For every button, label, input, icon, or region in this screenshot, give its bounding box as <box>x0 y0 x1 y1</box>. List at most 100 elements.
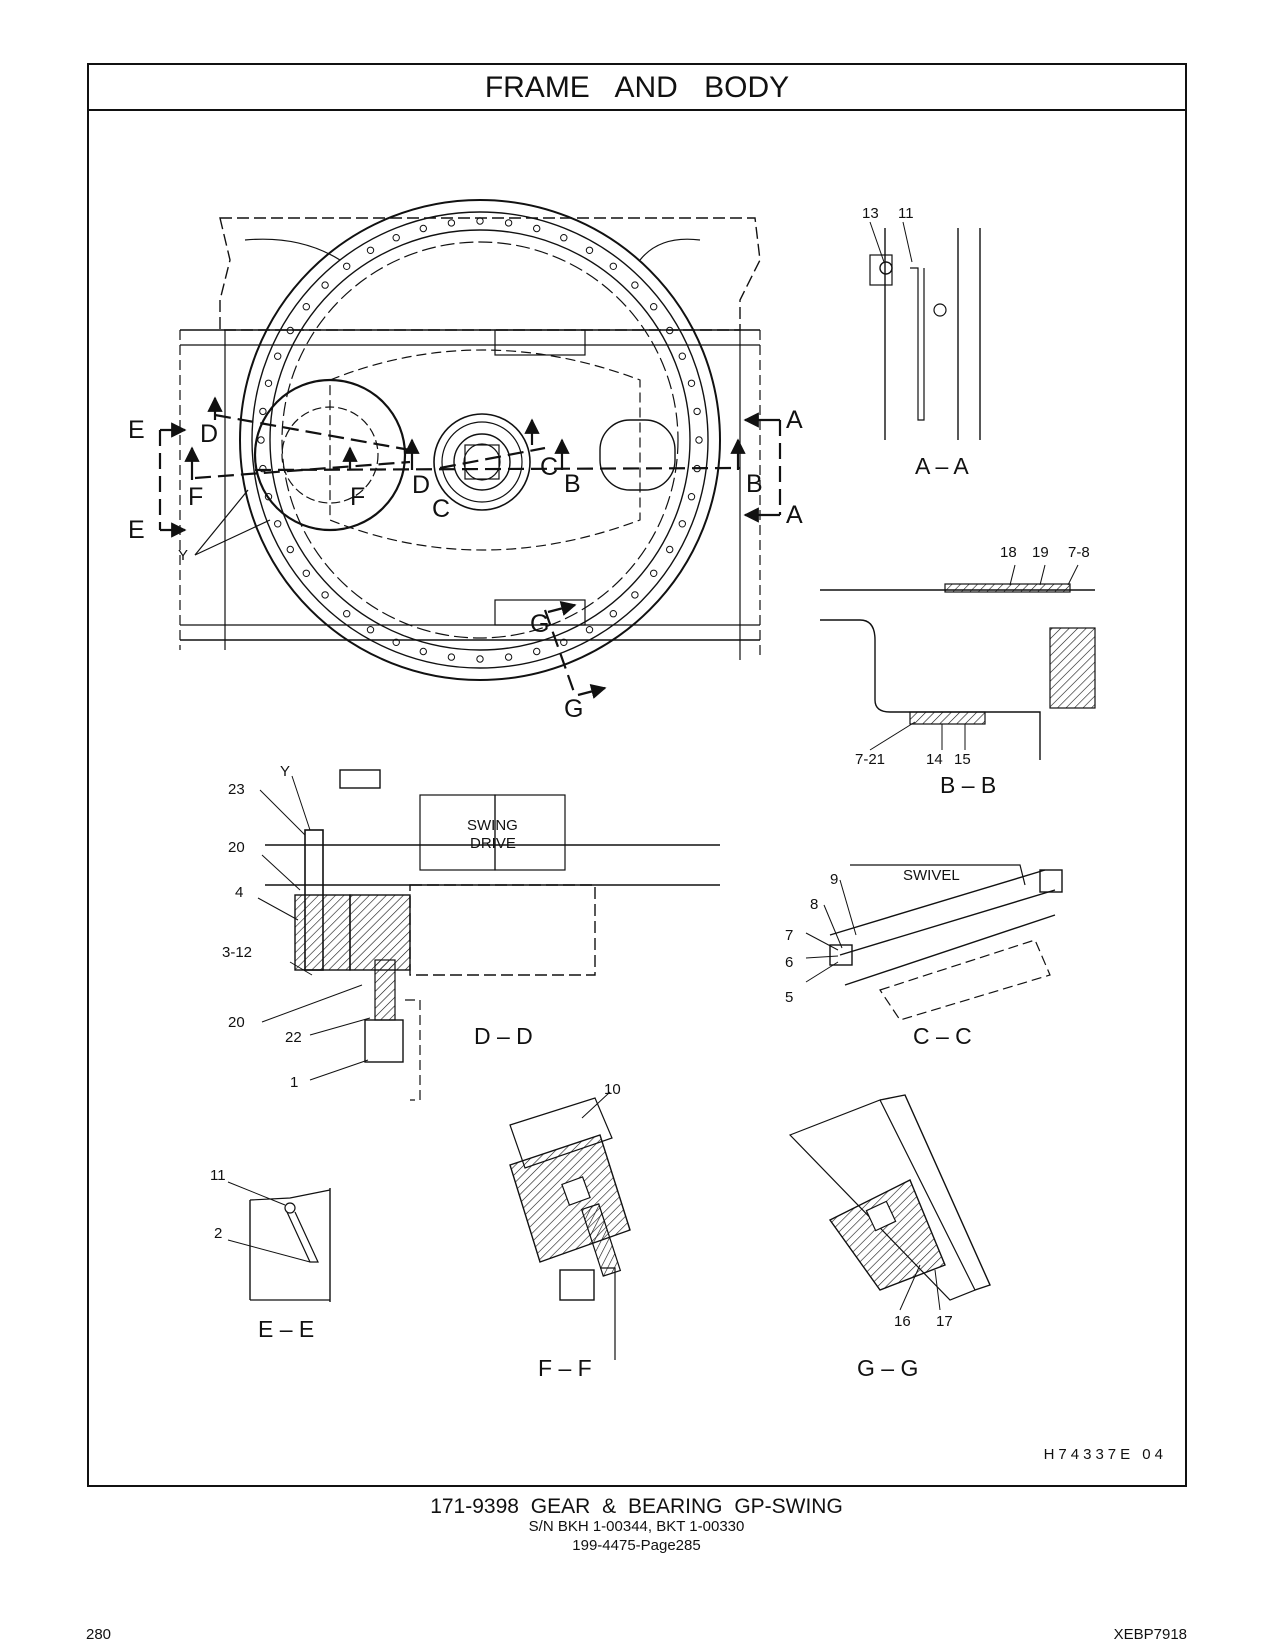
bolt-hole <box>392 638 400 646</box>
marker-b-right: B <box>746 470 763 498</box>
page-number: 280 <box>86 1626 112 1643</box>
bolt-hole <box>343 610 351 618</box>
bolt-hole <box>343 262 351 270</box>
marker-e-top: E <box>128 416 145 444</box>
marker-f-right: F <box>350 483 366 511</box>
callout-8: 8 <box>810 896 819 913</box>
callout-11: 11 <box>898 205 914 222</box>
bolt-hole <box>504 653 513 661</box>
view-g-g <box>788 1094 991 1311</box>
bolt-hole <box>392 234 400 242</box>
bolt-hole <box>264 379 273 387</box>
callout-13: 13 <box>862 205 879 222</box>
section-title-ff: F – F <box>538 1355 592 1381</box>
bolt-hole <box>666 326 674 335</box>
section-title-cc: C – C <box>913 1023 972 1049</box>
marker-d-right: D <box>412 471 431 499</box>
view-a-a <box>869 221 981 440</box>
bolt-hole <box>259 464 267 473</box>
bolt-hole <box>259 407 267 416</box>
callout-7-8: 7-8 <box>1068 544 1090 561</box>
marker-b-left: B <box>564 470 581 498</box>
bolt-hole <box>321 591 329 599</box>
bolt-hole <box>302 303 310 311</box>
swivel-label: SWIVEL <box>903 867 960 884</box>
callout-23: 23 <box>228 781 245 798</box>
callout-11-ee: 11 <box>210 1167 226 1184</box>
bolt-hole <box>650 303 658 311</box>
view-b-b <box>820 564 1096 760</box>
bolt-hole <box>631 281 639 289</box>
marker-f-left: F <box>188 483 204 511</box>
bolt-hole <box>257 436 265 444</box>
section-title-aa: A – A <box>915 453 969 479</box>
bolt-hole <box>678 520 686 528</box>
callout-2: 2 <box>214 1225 223 1242</box>
callout-17: 17 <box>936 1313 953 1330</box>
caption-part-name: 171-9398 GEAR & BEARING GP-SWING <box>430 1495 843 1518</box>
callout-19: 19 <box>1032 544 1049 561</box>
bolt-hole <box>264 493 273 501</box>
section-title-gg: G – G <box>857 1355 919 1381</box>
bolt-hole <box>274 352 282 360</box>
bolt-hole <box>476 655 484 663</box>
marker-g-bottom: G <box>564 695 584 723</box>
bolt-hole <box>366 626 375 634</box>
document-code: XEBP7918 <box>1113 1626 1187 1643</box>
section-title-bb: B – B <box>940 772 997 798</box>
callout-7: 7 <box>785 927 794 944</box>
view-c-c <box>805 864 1063 1021</box>
bolt-hole <box>419 224 427 233</box>
bolt-hole <box>366 246 375 255</box>
callout-10: 10 <box>604 1081 621 1098</box>
marker-y: Y <box>178 547 189 564</box>
bolt-hole <box>695 436 703 444</box>
section-title-dd: D – D <box>474 1023 533 1049</box>
bolt-hole <box>274 520 282 528</box>
bolt-hole <box>321 281 329 289</box>
bolt-hole <box>476 217 484 225</box>
bolt-hole <box>585 246 594 255</box>
bolt-hole <box>666 545 674 554</box>
callout-1: 1 <box>290 1074 299 1091</box>
section-title-ee: E – E <box>258 1316 315 1342</box>
callout-22: 22 <box>285 1029 302 1046</box>
bolt-hole <box>533 647 541 656</box>
swing-drive-label-1: SWING <box>467 817 518 834</box>
drawing-frame: FRAME AND BODY H74337E 04 <box>87 63 1187 1487</box>
callout-y: Y <box>280 763 291 780</box>
bolt-hole <box>631 591 639 599</box>
view-f-f <box>509 1091 631 1360</box>
marker-d-left: D <box>200 420 219 448</box>
marker-g-top: G <box>530 610 550 638</box>
bolt-hole <box>504 219 513 227</box>
callout-18: 18 <box>1000 544 1017 561</box>
callout-14: 14 <box>926 751 943 768</box>
marker-e-bottom: E <box>128 516 145 544</box>
bolt-hole <box>609 610 617 618</box>
main-top-view <box>158 199 782 699</box>
view-d-d <box>257 769 720 1101</box>
swing-drive-label-2: DRIVE <box>470 835 516 852</box>
bolt-hole <box>560 638 568 646</box>
drawing-id: H74337E 04 <box>1043 1446 1167 1463</box>
bolt-hole <box>447 219 456 227</box>
callout-7-21: 7-21 <box>855 751 886 768</box>
bolt-hole <box>419 647 427 656</box>
marker-c-right: C <box>540 453 559 481</box>
callout-5: 5 <box>785 989 794 1006</box>
bolt-hole <box>447 653 456 661</box>
bolt-hole <box>560 234 568 242</box>
marker-a-bottom: A <box>786 501 803 529</box>
callout-9: 9 <box>830 871 839 888</box>
bolt-hole <box>687 379 696 387</box>
marker-c-left: C <box>432 495 451 523</box>
bolt-hole <box>585 626 594 634</box>
bolt-hole <box>533 224 541 233</box>
callout-20-upper: 20 <box>228 839 245 856</box>
caption-page-reference: 199-4475-Page285 <box>572 1537 701 1554</box>
callout-20-lower: 20 <box>228 1014 245 1031</box>
callout-6: 6 <box>785 954 794 971</box>
callout-4: 4 <box>235 884 244 901</box>
bolt-hole <box>678 352 686 360</box>
